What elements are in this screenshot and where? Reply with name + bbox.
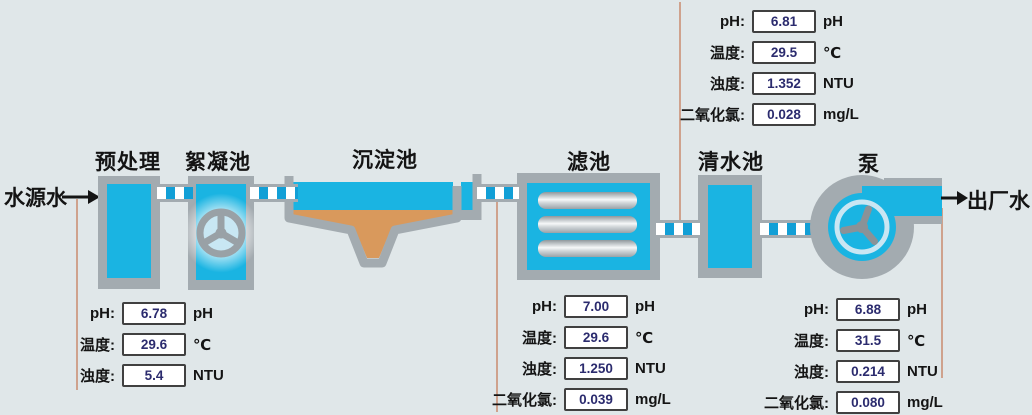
pump-icon <box>810 175 942 279</box>
chlorine-dioxide-value-box: 0.028 <box>752 103 816 126</box>
pipe-flocculation-sedimentation <box>250 184 298 202</box>
filter-media-cylinder <box>538 240 637 257</box>
stirrer-fan-icon <box>196 208 246 258</box>
stage-label-pretreatment: 预处理 <box>95 151 161 174</box>
turbidity-value-box: 1.352 <box>752 72 816 95</box>
ph-value-box: 6.88 <box>836 298 900 321</box>
chlorine-dioxide-value-box: 0.080 <box>836 391 900 414</box>
temperature-value-box: 29.6 <box>122 333 186 356</box>
pretreatment-water <box>107 184 151 278</box>
temperature-label: 温度: <box>794 333 829 350</box>
connector-line-source <box>76 199 78 390</box>
sensor-panel-post-sedimentation: pH: 7.00 pH 温度: 29.6 ℃ 浊度: 1.250 NTU 二氧化… <box>492 295 671 411</box>
pipe-clearwater-pump <box>760 220 814 238</box>
filter-tank <box>517 173 660 280</box>
ph-value-box: 7.00 <box>564 295 628 318</box>
turbidity-unit: NTU <box>907 363 938 380</box>
ph-label: pH: <box>720 13 745 30</box>
stage-label-filter: 滤池 <box>567 151 611 174</box>
temperature-unit: ℃ <box>193 336 212 354</box>
turbidity-label: 浊度: <box>794 364 829 381</box>
turbidity-unit: NTU <box>193 367 224 384</box>
stage-label-sedimentation: 沉淀池 <box>352 149 418 172</box>
filter-water <box>527 183 650 270</box>
temperature-unit: ℃ <box>823 44 842 62</box>
stage-label-clearwater: 清水池 <box>698 151 764 174</box>
ph-unit: pH <box>907 301 927 318</box>
sedimentation-tank <box>284 174 482 268</box>
sensor-panel-filter-outlet: pH: 6.81 pH 温度: 29.5 ℃ 浊度: 1.352 NTU 二氧化… <box>680 10 859 126</box>
ph-unit: pH <box>193 305 213 322</box>
chlorine-dioxide-label: 二氧化氯: <box>492 392 557 409</box>
turbidity-unit: NTU <box>635 360 666 377</box>
temperature-value-box: 31.5 <box>836 329 900 352</box>
temperature-label: 温度: <box>80 337 115 354</box>
clearwater-water <box>708 185 752 268</box>
source-arrow-icon <box>62 190 100 204</box>
temperature-unit: ℃ <box>635 329 654 347</box>
turbidity-label: 浊度: <box>710 76 745 93</box>
ph-unit: pH <box>823 13 843 30</box>
chlorine-dioxide-unit: mg/L <box>907 394 943 411</box>
turbidity-value-box: 5.4 <box>122 364 186 387</box>
stage-label-pump: 泵 <box>858 153 880 176</box>
chlorine-dioxide-label: 二氧化氯: <box>764 395 829 412</box>
outlet-arrow-icon <box>941 191 968 205</box>
ph-value-box: 6.81 <box>752 10 816 33</box>
temperature-unit: ℃ <box>907 332 926 350</box>
turbidity-label: 浊度: <box>80 368 115 385</box>
temperature-value-box: 29.6 <box>564 326 628 349</box>
ph-label: pH: <box>804 301 829 318</box>
filter-media-cylinder <box>538 192 637 209</box>
ph-label: pH: <box>532 298 557 315</box>
chlorine-dioxide-value-box: 0.039 <box>564 388 628 411</box>
clearwater-tank <box>698 175 762 278</box>
ph-value-box: 6.78 <box>122 302 186 325</box>
temperature-value-box: 29.5 <box>752 41 816 64</box>
temperature-label: 温度: <box>522 330 557 347</box>
filter-media-cylinder <box>538 216 637 233</box>
source-water-label: 水源水 <box>4 187 67 210</box>
temperature-label: 温度: <box>710 45 745 62</box>
pipe-filter-clearwater <box>656 220 700 238</box>
chlorine-dioxide-unit: mg/L <box>823 106 859 123</box>
chlorine-dioxide-label: 二氧化氯: <box>680 107 745 124</box>
ph-label: pH: <box>90 305 115 322</box>
sensor-panel-factory-outlet: pH: 6.88 pH 温度: 31.5 ℃ 浊度: 0.214 NTU 二氧化… <box>764 298 943 414</box>
sensor-panel-source-water: pH: 6.78 pH 温度: 29.6 ℃ 浊度: 5.4 NTU <box>80 302 224 387</box>
stage-label-flocculation: 絮凝池 <box>185 151 251 174</box>
outlet-water-label: 出厂水 <box>967 190 1030 213</box>
pipe-pretreatment-flocculation <box>157 184 193 202</box>
connector-line-sedimentation <box>496 200 498 412</box>
connector-line-outlet <box>941 208 943 378</box>
turbidity-value-box: 1.250 <box>564 357 628 380</box>
connector-line-filter-outlet <box>679 2 681 226</box>
turbidity-value-box: 0.214 <box>836 360 900 383</box>
turbidity-unit: NTU <box>823 75 854 92</box>
pretreatment-tank <box>98 176 160 289</box>
pipe-sedimentation-filter <box>477 184 519 202</box>
chlorine-dioxide-unit: mg/L <box>635 391 671 408</box>
flocculation-tank <box>188 176 254 290</box>
ph-unit: pH <box>635 298 655 315</box>
turbidity-label: 浊度: <box>522 361 557 378</box>
